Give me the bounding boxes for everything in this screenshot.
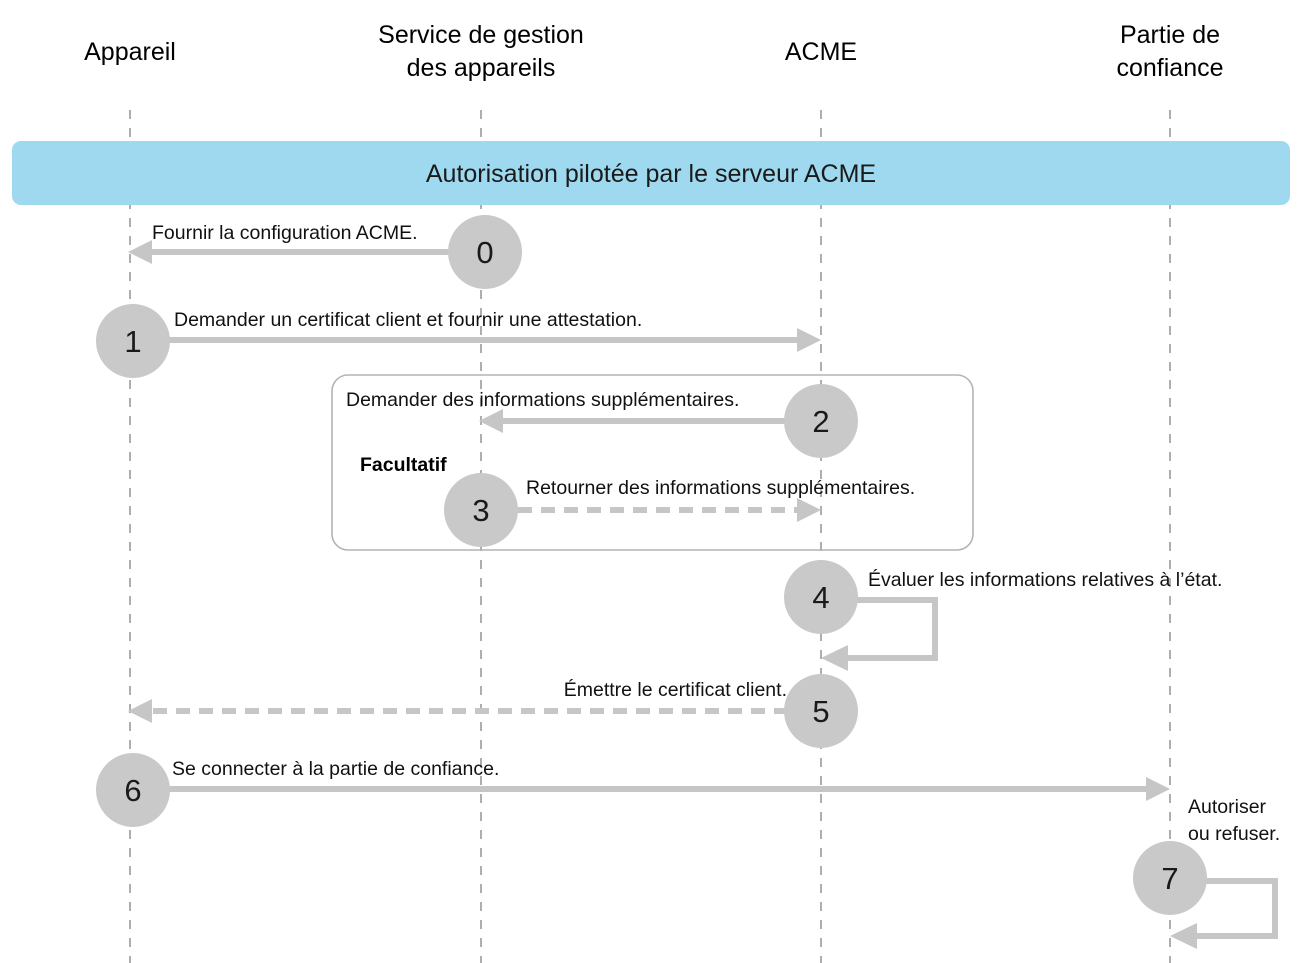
step-0-badge-circle bbox=[448, 215, 522, 289]
step-7-label-line2: ou refuser. bbox=[1188, 823, 1280, 845]
actor-label-device: Appareil bbox=[84, 38, 176, 66]
optional-frame-border bbox=[331, 374, 974, 551]
step-7-badge-circle bbox=[1133, 841, 1207, 915]
step-4-group: Évaluer les informations relatives à l’é… bbox=[784, 560, 1222, 671]
step-3-group: Retourner des informations supplémentair… bbox=[444, 473, 915, 547]
step-0-label: Fournir la configuration ACME. bbox=[152, 222, 418, 244]
step-1-group: Demander un certificat client et fournir… bbox=[96, 304, 821, 378]
step-4-badge-circle bbox=[784, 560, 858, 634]
step-7-arrowhead bbox=[1170, 923, 1197, 949]
step-5-label: Émettre le certificat client. bbox=[564, 678, 787, 701]
optional-frame: Facultatif bbox=[331, 374, 974, 551]
step-6-badge-circle bbox=[96, 753, 170, 827]
step-4-self-loop-path bbox=[843, 597, 938, 661]
step-1-label: Demander un certificat client et fournir… bbox=[174, 309, 642, 331]
step-6-badge-number: 6 bbox=[124, 773, 141, 808]
step-0-badge-number: 0 bbox=[476, 235, 493, 270]
step-7-badge-number: 7 bbox=[1161, 861, 1178, 896]
banner-label: Autorisation pilotée par le serveur ACME bbox=[426, 160, 876, 188]
step-3-label: Retourner des informations supplémentair… bbox=[526, 477, 915, 499]
step-2-arrowhead bbox=[479, 409, 503, 433]
step-1-badge-circle bbox=[96, 304, 170, 378]
step-6-group: Se connecter à la partie de confiance. 6 bbox=[96, 753, 1170, 827]
actor-headers: Appareil Service de gestion des appareil… bbox=[84, 21, 1223, 82]
banner-background bbox=[12, 141, 1290, 205]
step-0-group: Fournir la configuration ACME. 0 bbox=[128, 215, 522, 289]
step-3-badge-number: 3 bbox=[472, 493, 489, 528]
step-3-arrowhead bbox=[797, 498, 821, 522]
step-7-self-loop-path bbox=[1192, 878, 1278, 939]
step-4-badge-number: 4 bbox=[812, 580, 829, 615]
step-7-group: Autoriser ou refuser. 7 bbox=[1133, 796, 1280, 949]
step-6-arrowhead bbox=[1146, 777, 1170, 801]
step-2-group: Demander des informations supplémentaire… bbox=[346, 384, 858, 458]
step-4-arrowhead bbox=[821, 645, 848, 671]
step-2-badge-number: 2 bbox=[812, 404, 829, 439]
step-2-label: Demander des informations supplémentaire… bbox=[346, 389, 739, 411]
actor-label-relying-party-line1: Partie de bbox=[1120, 21, 1220, 49]
actor-label-relying-party-line2: confiance bbox=[1116, 54, 1223, 82]
step-1-badge-number: 1 bbox=[124, 324, 141, 359]
step-5-arrowhead bbox=[128, 699, 152, 723]
banner-authorization: Autorisation pilotée par le serveur ACME bbox=[12, 141, 1290, 205]
step-5-group: Émettre le certificat client. 5 bbox=[128, 674, 858, 748]
step-3-badge-circle bbox=[444, 473, 518, 547]
step-0-arrowhead bbox=[128, 240, 152, 264]
optional-frame-label: Facultatif bbox=[360, 454, 447, 476]
step-4-label: Évaluer les informations relatives à l’é… bbox=[868, 568, 1222, 591]
actor-label-mdm-line2: des appareils bbox=[407, 54, 556, 82]
step-7-label-line1: Autoriser bbox=[1188, 796, 1267, 818]
step-2-badge-circle bbox=[784, 384, 858, 458]
step-5-badge-number: 5 bbox=[812, 694, 829, 729]
step-5-badge-circle bbox=[784, 674, 858, 748]
step-6-label: Se connecter à la partie de confiance. bbox=[172, 758, 499, 780]
actor-label-acme: ACME bbox=[785, 38, 857, 66]
actor-label-mdm-line1: Service de gestion bbox=[378, 21, 584, 49]
step-1-arrowhead bbox=[797, 328, 821, 352]
